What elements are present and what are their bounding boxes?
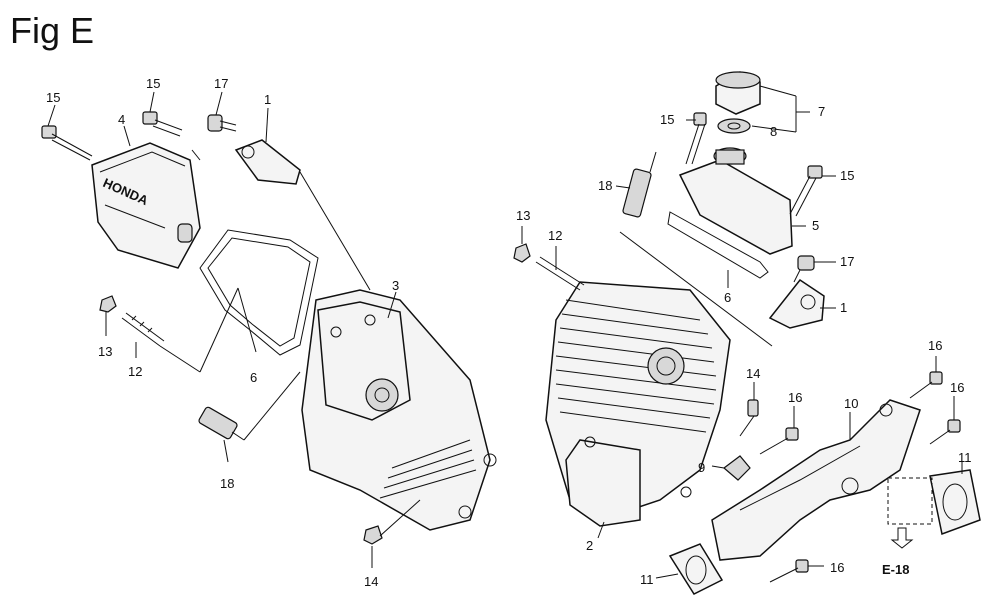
stud-bolt-part — [121, 312, 165, 347]
flange-bolt-part — [909, 371, 943, 399]
callout-9: 9 — [698, 460, 705, 475]
callout-16: 16 — [788, 390, 802, 405]
callout-17: 17 — [840, 254, 854, 269]
cylinder-barrel-part — [545, 281, 731, 527]
callout-15: 15 — [46, 90, 60, 105]
callout-18: 18 — [220, 476, 234, 491]
callout-7: 7 — [818, 104, 825, 119]
callout-labels: 15 4 15 17 1 3 6 13 12 18 14 15 7 8 18 1… — [46, 76, 972, 589]
leader-lines-left — [47, 91, 421, 568]
callout-15: 15 — [840, 168, 854, 183]
callout-14: 14 — [746, 366, 760, 381]
callout-8: 8 — [770, 124, 777, 139]
flange-bolt-part — [929, 419, 961, 445]
callout-13: 13 — [516, 208, 530, 223]
callout-14: 14 — [364, 574, 378, 589]
flange-nut-part — [513, 243, 531, 263]
reference-box — [887, 477, 933, 549]
flange-bolt-part — [142, 111, 183, 137]
callout-4: 4 — [118, 112, 125, 127]
clamp-part — [723, 455, 751, 481]
dowel-pin-part — [747, 399, 759, 417]
callout-3: 3 — [392, 278, 399, 293]
flange-bolt-part — [769, 559, 809, 583]
flange-bolt-part — [759, 427, 799, 455]
hanger-bracket-part — [768, 278, 825, 329]
callout-16: 16 — [950, 380, 964, 395]
bolt-part — [793, 255, 815, 283]
callout-15: 15 — [660, 112, 674, 127]
spark-plug-part — [622, 151, 657, 218]
flange-bolt-part — [685, 112, 707, 165]
callout-15: 15 — [146, 76, 160, 91]
insulator-gasket-part — [929, 469, 981, 536]
callout-6: 6 — [724, 290, 731, 305]
figure-title: Fig E — [10, 10, 95, 51]
callout-1: 1 — [840, 300, 847, 315]
head-cover-part: HONDA — [91, 142, 201, 269]
head-cover-gasket-part — [667, 211, 769, 279]
callout-11: 11 — [958, 450, 972, 465]
callout-18: 18 — [598, 178, 612, 193]
callout-11: 11 — [640, 572, 654, 587]
callout-10: 10 — [844, 396, 858, 411]
head-cover-gasket-part — [199, 229, 319, 356]
dowel-pin-part — [363, 525, 383, 545]
head-cover-part — [678, 147, 793, 255]
flange-nut-part — [99, 295, 117, 313]
hanger-bracket-part — [234, 139, 301, 185]
washer-part — [717, 118, 751, 134]
leader-lines-right — [521, 85, 963, 579]
callout-1: 1 — [264, 92, 271, 107]
oil-filler-cap-part — [715, 71, 761, 115]
stud-bolt-part — [535, 256, 585, 291]
callout-6: 6 — [250, 370, 257, 385]
insulator-gasket-part — [668, 543, 724, 595]
callout-5: 5 — [812, 218, 819, 233]
flange-bolt-part — [41, 125, 93, 161]
reference-label-e18: E-18 — [882, 562, 909, 577]
intake-manifold-part — [711, 399, 921, 561]
callout-12: 12 — [548, 228, 562, 243]
callout-16: 16 — [830, 560, 844, 575]
callout-17: 17 — [214, 76, 228, 91]
flange-bolt-part — [789, 165, 823, 217]
callout-16: 16 — [928, 338, 942, 353]
callout-2: 2 — [586, 538, 593, 553]
cylinder-head-part — [301, 289, 497, 531]
spark-plug-part — [198, 406, 245, 441]
bolt-part — [207, 114, 237, 132]
callout-12: 12 — [128, 364, 142, 379]
callout-13: 13 — [98, 344, 112, 359]
